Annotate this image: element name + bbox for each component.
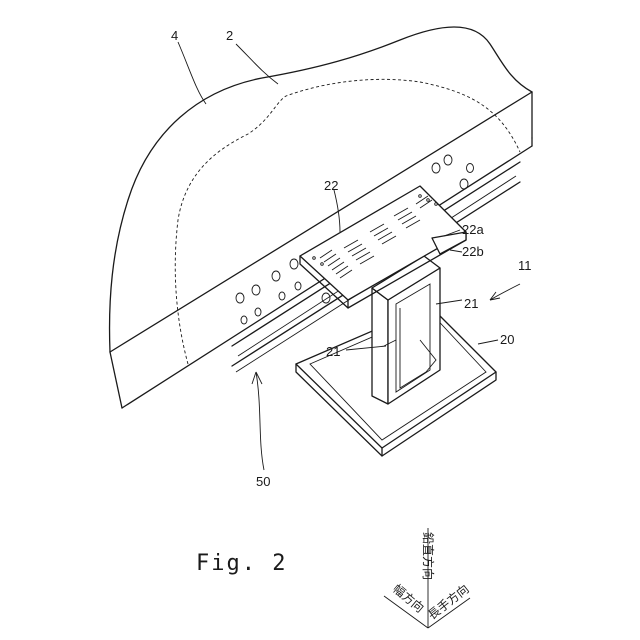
dir-width: 幅方向 (390, 581, 427, 616)
figure-caption: Fig. 2 (196, 551, 287, 576)
label-22: 22 (324, 178, 338, 193)
label-50: 50 (256, 474, 270, 489)
label-22a: 22a (462, 222, 484, 237)
label-21-right: 21 (464, 296, 478, 311)
label-22b: 22b (462, 244, 484, 259)
label-4: 4 (171, 28, 178, 43)
direction-indicator: 鉛直方向 幅方向 長手方向 (384, 528, 472, 628)
label-20: 20 (500, 332, 514, 347)
label-2: 2 (226, 28, 233, 43)
label-11: 11 (518, 258, 532, 273)
dir-vertical: 鉛直方向 (421, 532, 436, 580)
label-21-left: 21 (326, 344, 340, 359)
